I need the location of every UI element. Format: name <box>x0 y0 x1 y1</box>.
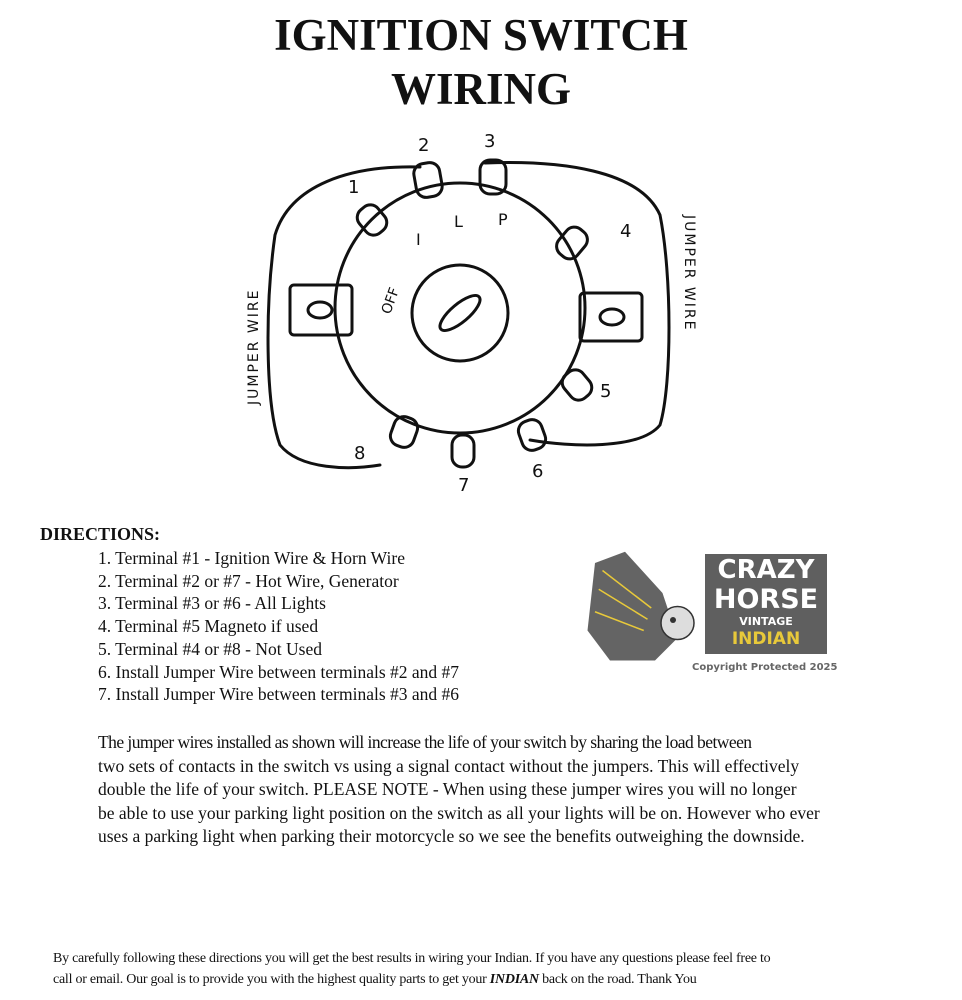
direction-item: 3. Terminal #3 or #6 - All Lights <box>98 593 326 614</box>
watermark-box: CRAZY HORSE VINTAGE INDIAN <box>705 554 827 654</box>
footer-brand: INDIAN <box>489 972 539 987</box>
paragraph-line: double the life of your switch. PLEASE N… <box>98 779 797 799</box>
page-title: IGNITION SWITCH WIRING <box>0 8 962 116</box>
title-line-2: WIRING <box>390 64 572 114</box>
terminal-label-4: 4 <box>620 221 631 242</box>
paragraph-line: be able to use your parking light positi… <box>98 802 820 823</box>
copyright-notice: Copyright Protected 2025 <box>692 662 838 673</box>
footer-line-1: By carefully following these directions … <box>53 951 771 966</box>
right-jumper-wire <box>483 161 671 447</box>
direction-item: 7. Install Jumper Wire between terminals… <box>98 684 460 705</box>
footer-note: By carefully following these directions … <box>53 948 771 990</box>
footer-text: call or email. Our goal is to provide yo… <box>53 972 490 987</box>
paragraph-line: two sets of contacts in the switch vs us… <box>98 755 800 776</box>
left-mounting-tab <box>288 283 354 337</box>
key-slot <box>438 294 482 332</box>
terminal-label-3: 3 <box>484 131 495 152</box>
directions-list: 1. Terminal #1 - Ignition Wire & Horn Wi… <box>98 547 459 706</box>
brand-sub-2: INDIAN <box>731 629 801 649</box>
right-mounting-tab <box>578 291 644 343</box>
direction-item: 4. Terminal #5 Magneto if used <box>98 616 319 637</box>
terminal-label-1: 1 <box>348 177 359 198</box>
left-jumper-wire <box>266 165 422 470</box>
position-i: I <box>416 230 421 249</box>
terminal-label-8: 8 <box>354 443 365 464</box>
footer-line-2: call or email. Our goal is to provide yo… <box>53 969 770 990</box>
left-jumper-label: JUMPER WIRE <box>246 289 262 406</box>
jumper-note-paragraph: The jumper wires installed as shown will… <box>98 731 918 849</box>
right-jumper-label: JUMPER WIRE <box>681 214 697 331</box>
footer-text: back on the road. Thank You <box>538 972 697 987</box>
paragraph-line: The jumper wires installed as shown will… <box>98 732 752 752</box>
indian-chief-skull-icon <box>587 551 695 661</box>
terminal-label-5: 5 <box>600 381 611 402</box>
direction-item: 6. Install Jumper Wire between terminals… <box>98 661 460 682</box>
crazy-horse-watermark-logo: CRAZY HORSE VINTAGE INDIAN Copyright Pro… <box>580 548 950 726</box>
direction-item: 1. Terminal #1 - Ignition Wire & Horn Wi… <box>98 548 405 568</box>
terminal-label-6: 6 <box>532 461 543 482</box>
position-p: P <box>498 210 508 229</box>
position-off: OFF <box>379 285 403 316</box>
direction-item: 2. Terminal #2 or #7 - Hot Wire, Generat… <box>98 570 399 591</box>
brand-sub-1: VINTAGE <box>739 615 793 628</box>
direction-item: 5. Terminal #4 or #8 - Not Used <box>98 638 322 659</box>
brand-line-2: HORSE <box>713 584 819 615</box>
terminal-label-7: 7 <box>458 475 469 495</box>
terminal-tabs <box>355 158 594 469</box>
paragraph-line: uses a parking light when parking their … <box>98 826 805 846</box>
switch-body <box>333 181 587 435</box>
terminal-label-2: 2 <box>418 135 429 156</box>
ignition-switch-diagram: 1 2 3 4 5 6 7 8 OFF I L P JUMPER WIRE JU… <box>246 131 697 495</box>
directions-heading: DIRECTIONS: <box>40 524 161 544</box>
title-line-1: IGNITION SWITCH <box>274 10 688 60</box>
switch-hub <box>410 263 510 363</box>
position-l: L <box>454 212 463 231</box>
brand-line-1: CRAZY <box>717 555 815 585</box>
